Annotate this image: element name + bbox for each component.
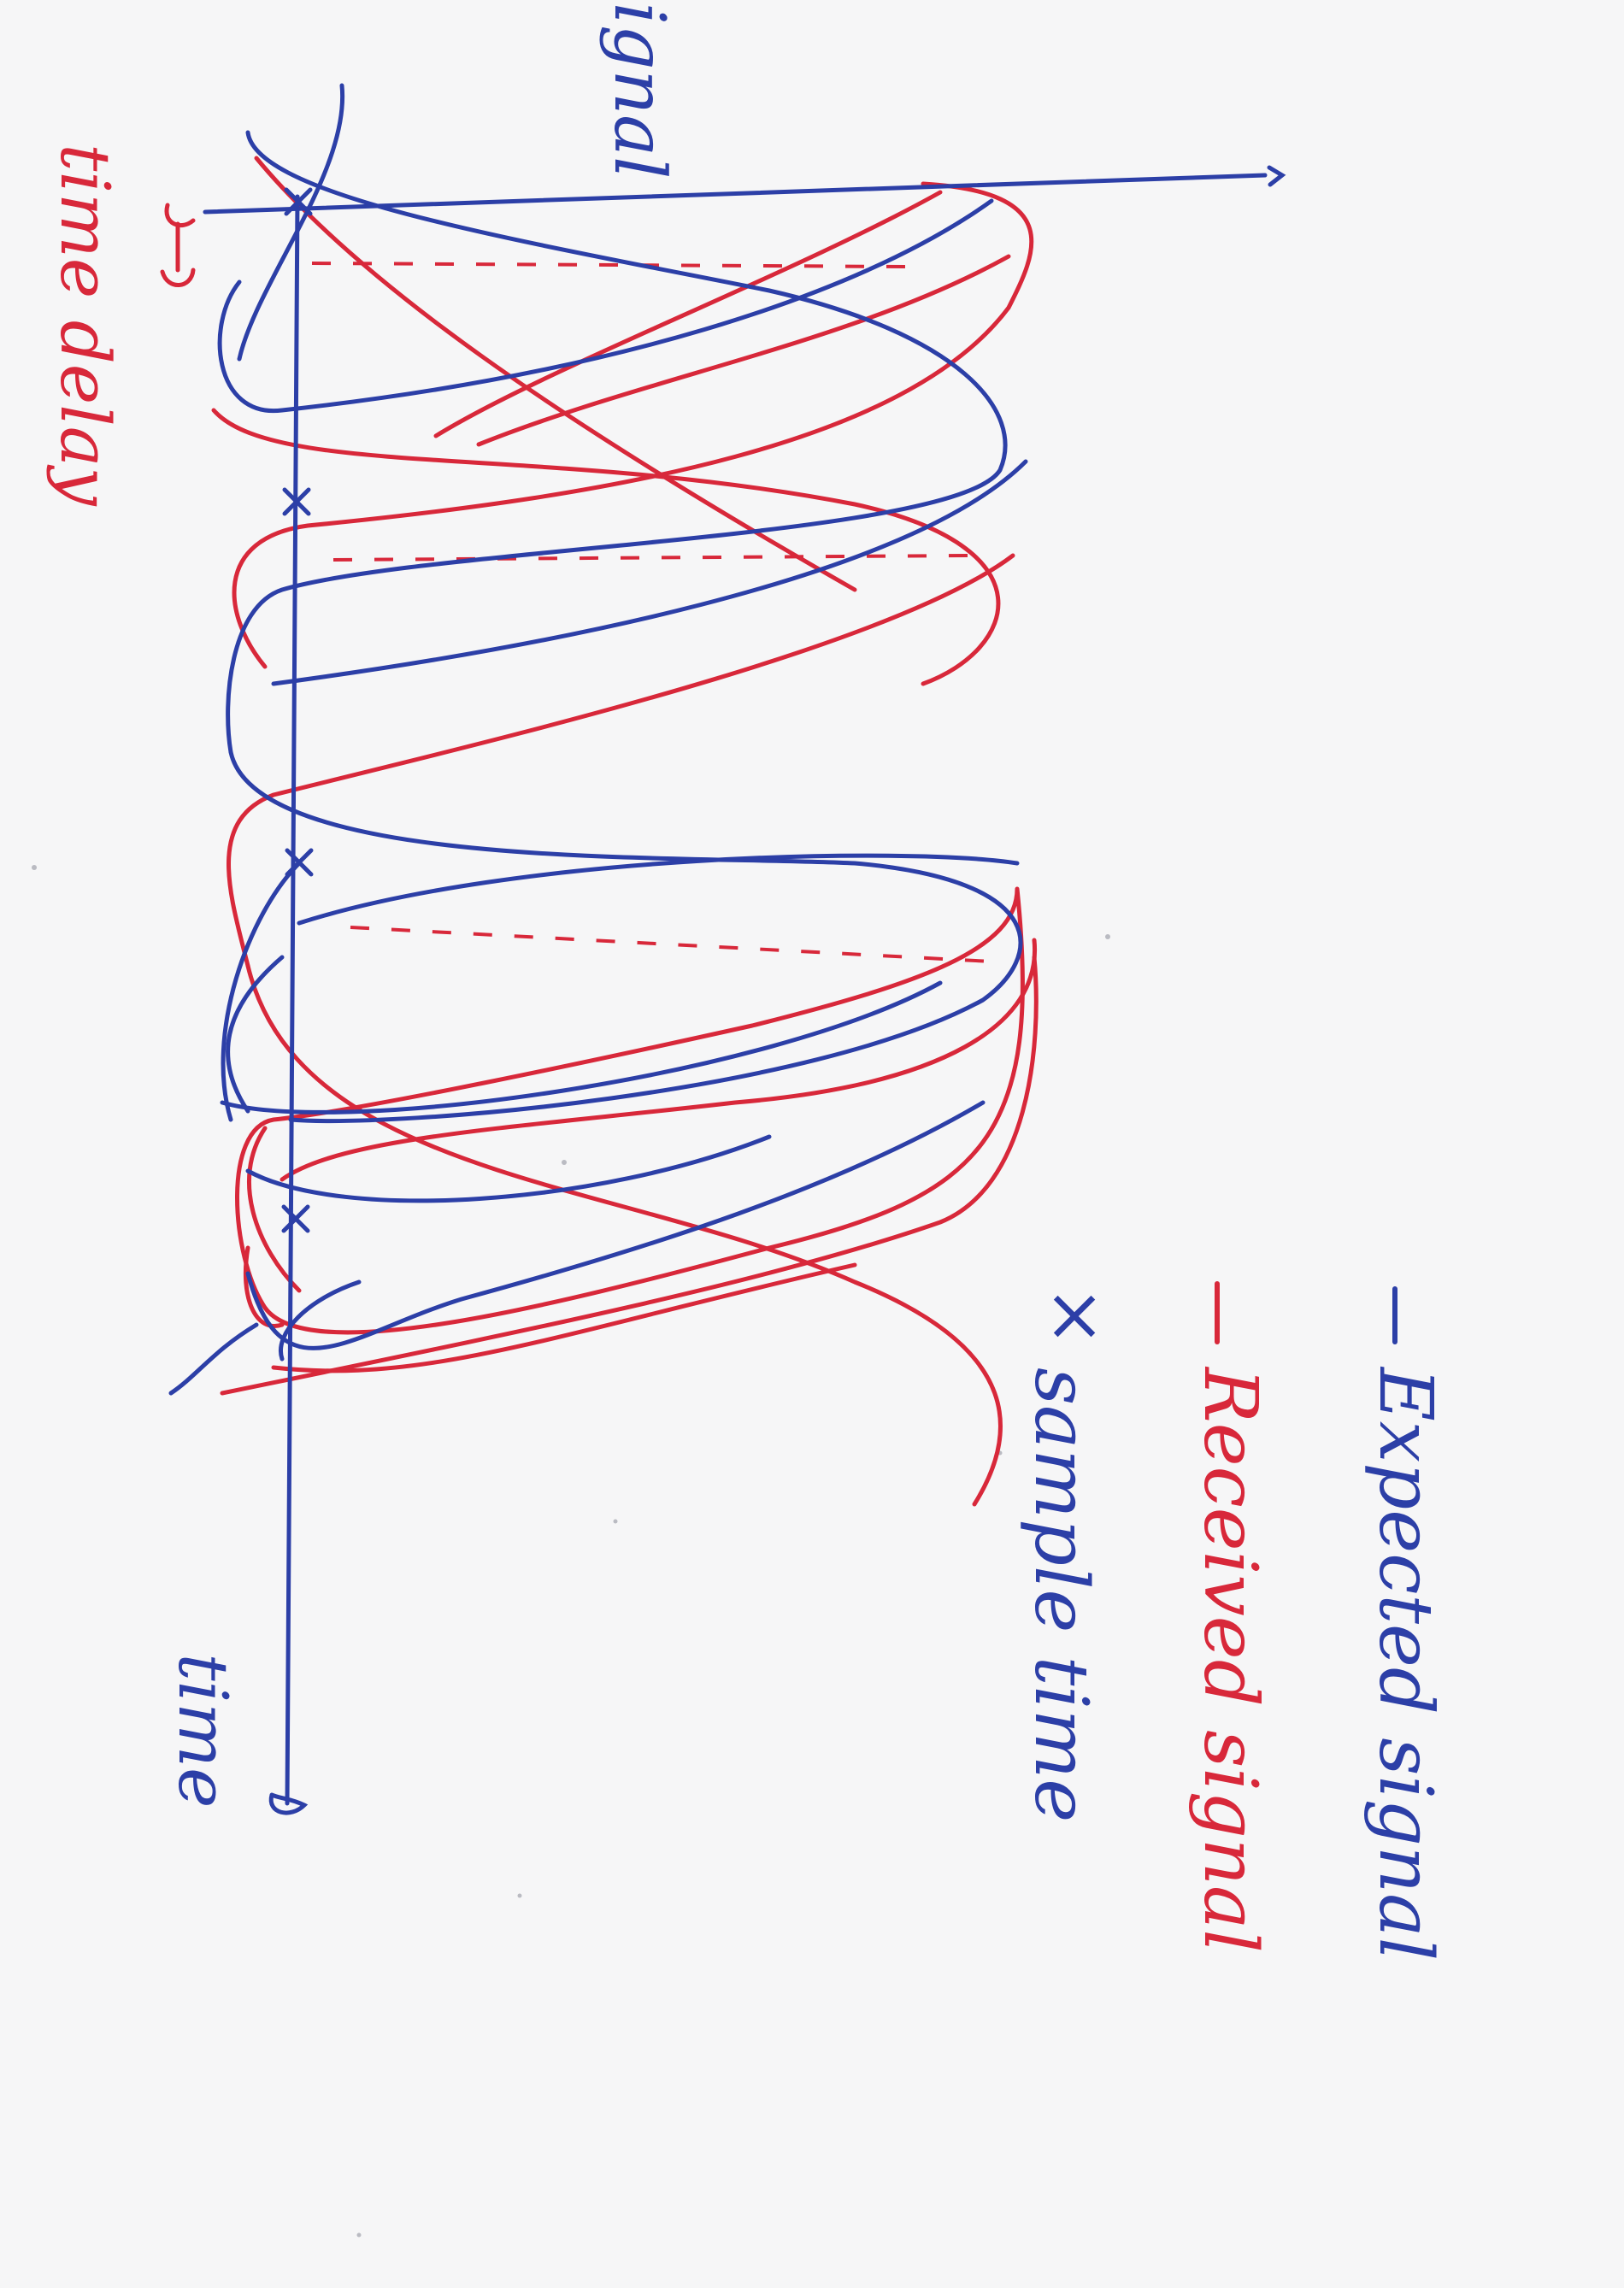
legend-received-label: Received signal — [1187, 1366, 1273, 1953]
sample-mark-1 — [284, 187, 313, 216]
legend-expected: Expected signal — [1362, 1286, 1448, 1961]
dashed-line-2 — [332, 554, 971, 562]
sample-markers — [281, 187, 314, 1233]
legend-received: Received signal — [1187, 1281, 1273, 1953]
received-curve-l — [243, 1245, 285, 1328]
received-curve-j — [279, 938, 1038, 1182]
time-delay-label: time delay — [45, 144, 125, 507]
time-axis-label: time — [163, 1654, 243, 1809]
received-curve-a — [232, 181, 1034, 669]
time-axis-arrowhead — [268, 1792, 309, 1815]
time-delay-bracket — [160, 203, 196, 287]
expected-curve-c — [228, 750, 1023, 1123]
legend: Expected signal Received signal × sample… — [1018, 1281, 1448, 1961]
expected-curve-d — [271, 459, 1028, 686]
dashed-level-lines — [311, 262, 992, 963]
signal-axis — [203, 173, 1268, 215]
expected-curve-e — [297, 853, 1020, 926]
sample-mark-3 — [285, 848, 314, 877]
expected-curve-b — [217, 198, 994, 414]
expected-signal-curves — [168, 83, 1028, 1396]
received-curve-h — [235, 886, 1025, 1335]
expected-curve-l — [245, 1134, 772, 1203]
legend-sample-label: sample time — [1018, 1368, 1103, 1822]
received-curve-f — [227, 553, 1015, 968]
received-curve-b — [211, 408, 1001, 686]
received-curve-d — [476, 254, 1011, 447]
legend-sample-mark: × — [1033, 1285, 1119, 1347]
expected-curve-f — [221, 861, 302, 1122]
expected-curve-g — [226, 955, 285, 1114]
axes — [203, 165, 1286, 1815]
received-curve-i — [246, 1126, 302, 1293]
signal-axis-arrowhead — [1267, 165, 1286, 187]
signal-axis-label: signal — [598, 0, 680, 179]
dashed-line-1 — [311, 262, 911, 268]
sample-mark-4 — [281, 1204, 310, 1233]
sample-mark-2 — [282, 487, 311, 516]
received-curve-m — [220, 955, 1039, 1396]
expected-curve-j — [168, 1322, 259, 1396]
dashed-line-3 — [350, 926, 992, 963]
expected-curve-a — [226, 130, 1008, 755]
received-curve-g — [245, 963, 1003, 1507]
legend-sample: × sample time — [1018, 1285, 1119, 1822]
legend-expected-label: Expected signal — [1362, 1366, 1448, 1961]
time-axis — [285, 194, 300, 1806]
received-signal-curves — [211, 156, 1039, 1507]
expected-curve-k — [279, 1279, 362, 1362]
expected-curve-i — [245, 1100, 986, 1350]
received-curve-c — [433, 190, 943, 438]
expected-curve-m — [237, 83, 345, 362]
paper-specks — [32, 865, 1110, 2238]
